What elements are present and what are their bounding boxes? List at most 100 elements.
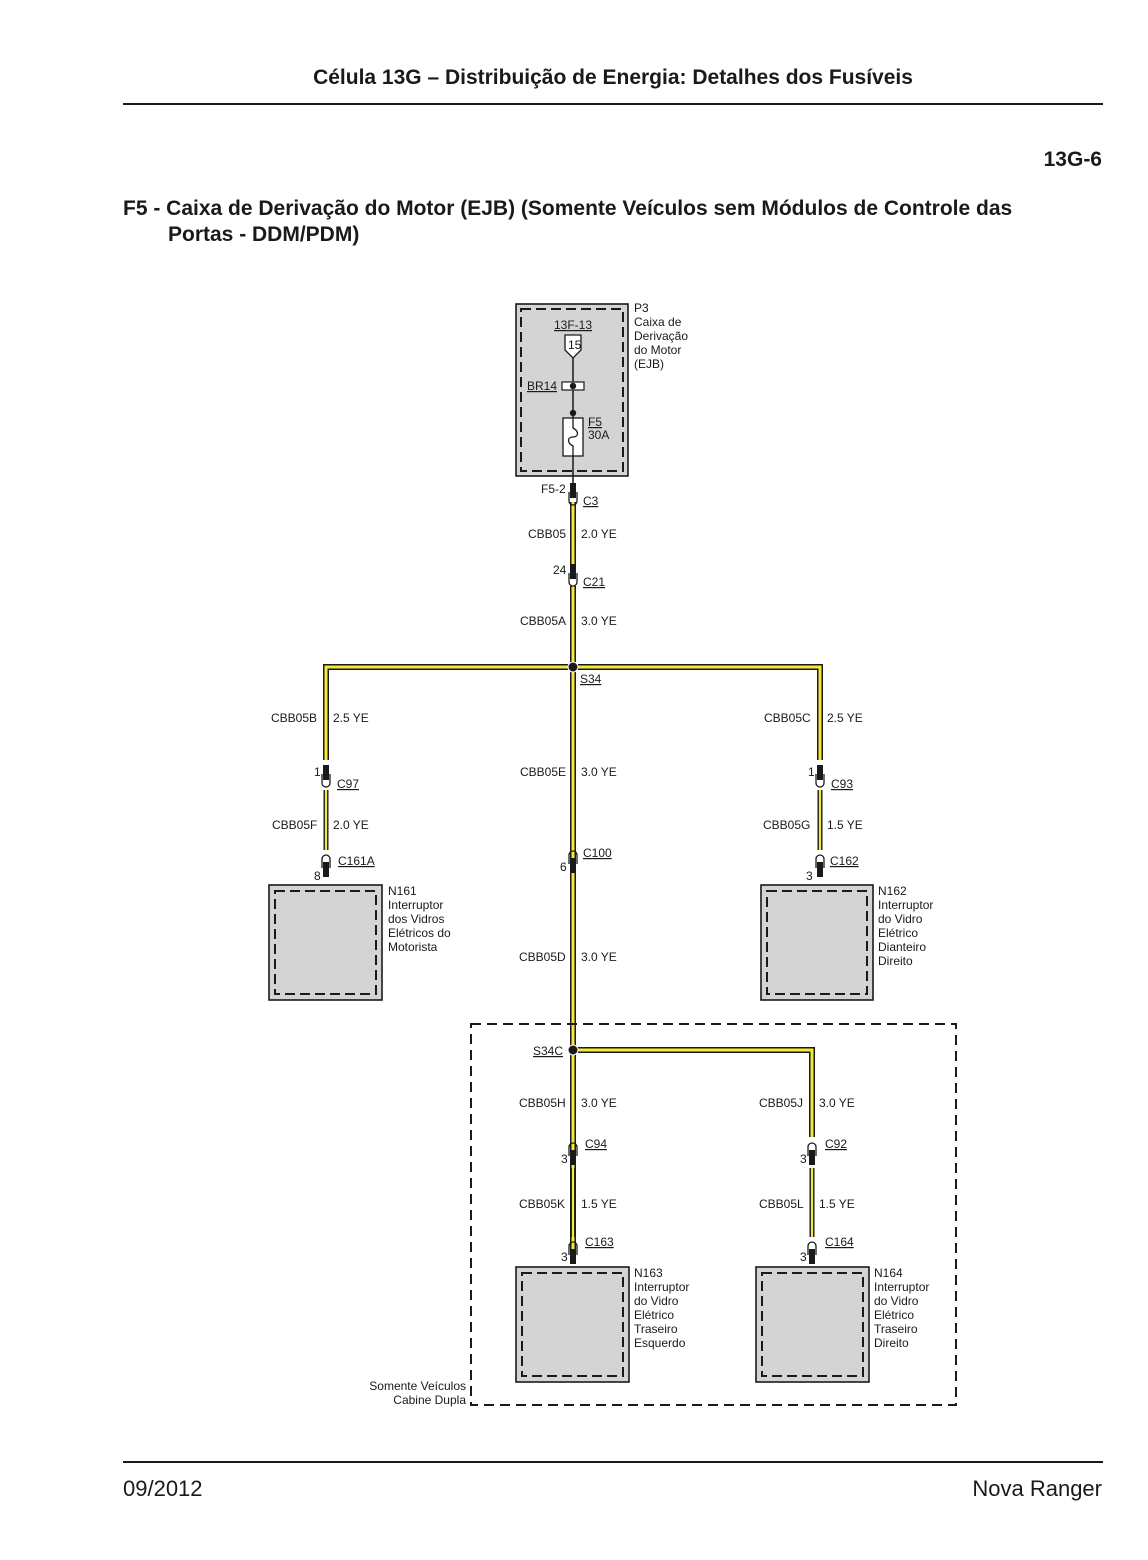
module-n163: N163 Interruptor do Vidro Elétrico Trase…	[515, 1266, 689, 1383]
connector-c94: C94 3	[561, 1137, 607, 1166]
wire-spec: 1.5 YE	[581, 1197, 617, 1211]
splice-s34: S34	[567, 661, 602, 686]
fuse-rating: 30A	[588, 428, 609, 442]
wire-circuit: CBB05C	[764, 711, 811, 725]
connector-pin: 3	[806, 869, 813, 883]
section-title-line1: F5 - Caixa de Derivação do Motor (EJB) (…	[123, 197, 1013, 220]
module-desc-line: Elétrico	[878, 926, 918, 940]
module-desc-line: dos Vidros	[388, 912, 444, 926]
connector-pin: 24	[553, 563, 567, 577]
ejb-ref: 13F-13	[554, 318, 592, 332]
wire-spec: 3.0 YE	[581, 614, 617, 628]
footer-rule	[123, 1461, 1103, 1463]
wire-circuit: CBB05F	[272, 818, 317, 832]
wire-spec: 2.5 YE	[827, 711, 863, 725]
wire-circuit: CBB05G	[763, 818, 810, 832]
page-header-title: Célula 13G – Distribuição de Energia: De…	[313, 66, 913, 89]
connector-label: C92	[825, 1137, 847, 1151]
connector-label: C163	[585, 1235, 614, 1249]
ejb-pin: 15	[568, 338, 582, 352]
wire-circuit: CBB05J	[759, 1096, 803, 1110]
wire-spec: 2.5 YE	[333, 711, 369, 725]
connector-pin: 3	[561, 1250, 568, 1264]
splice-s34c: S34C	[533, 1044, 579, 1058]
option-note-line2: Cabine Dupla	[393, 1393, 466, 1407]
connector-pin: 8	[314, 869, 321, 883]
module-desc-line: Interruptor	[634, 1280, 689, 1294]
module-desc-line: Elétricos do	[388, 926, 451, 940]
wire-spec: 1.5 YE	[819, 1197, 855, 1211]
connector-pin: 3	[561, 1152, 568, 1166]
wire-circuit: CBB05L	[759, 1197, 804, 1211]
engine-junction-box: 13F-13 15 BR14 F5 30A P3 Caixa de Deriva…	[515, 301, 688, 498]
module-name: N162	[878, 884, 907, 898]
wire-spec: 3.0 YE	[581, 765, 617, 779]
wire-circuit: CBB05H	[519, 1096, 566, 1110]
wire-harness	[323, 502, 823, 1250]
wire-circuit: CBB05D	[519, 950, 566, 964]
connector-c21: 24 C21	[553, 563, 605, 589]
module-desc-line: Interruptor	[878, 898, 933, 912]
connector-c92: C92 3	[800, 1137, 847, 1166]
module-name: N161	[388, 884, 417, 898]
wire-circuit: CBB05K	[519, 1197, 565, 1211]
wire-spec: 2.0 YE	[333, 818, 369, 832]
wire-labels: CBB05 2.0 YE CBB05A 3.0 YE CBB05B 2.5 YE…	[271, 527, 863, 1211]
module-n164: N164 Interruptor do Vidro Elétrico Trase…	[755, 1266, 929, 1383]
connector-label: C94	[585, 1137, 607, 1151]
wire-circuit: CBB05E	[520, 765, 566, 779]
connector-label: C3	[583, 494, 599, 508]
module-desc-line: Motorista	[388, 940, 438, 954]
connector-label: C93	[831, 777, 853, 791]
module-desc-line: do Vidro	[634, 1294, 679, 1308]
connector-pin: 1	[808, 765, 815, 779]
connector-c3: F5-2 C3	[541, 482, 599, 508]
module-desc-line: do Vidro	[874, 1294, 919, 1308]
wire-spec: 3.0 YE	[819, 1096, 855, 1110]
module-desc-line: Elétrico	[634, 1308, 674, 1322]
splice-label: S34C	[533, 1044, 563, 1058]
connector-label: C162	[830, 854, 859, 868]
connector-pin: 1	[314, 765, 321, 779]
wire-circuit: CBB05	[528, 527, 566, 541]
module-name: N163	[634, 1266, 663, 1280]
module-desc-line: Interruptor	[874, 1280, 929, 1294]
page-code: 13G-6	[1043, 148, 1102, 171]
fuse-name: F5	[588, 415, 602, 429]
connector-label: C161A	[338, 854, 375, 868]
ejb-terminal: F5-2	[541, 482, 566, 496]
ejb-name: P3	[634, 301, 649, 315]
connector-pin: 6	[560, 860, 567, 874]
module-n162: N162 Interruptor do Vidro Elétrico Diant…	[760, 884, 933, 1001]
footer-model: Nova Ranger	[972, 1476, 1102, 1501]
wire-spec: 2.0 YE	[581, 527, 617, 541]
wire-circuit: CBB05A	[520, 614, 566, 628]
double-cab-option-area: Somente Veículos Cabine Dupla	[369, 1023, 957, 1407]
connector-label: C97	[337, 777, 359, 791]
module-desc-line: do Vidro	[878, 912, 923, 926]
ejb-desc-line: Derivação	[634, 329, 688, 343]
connector-c93: 1 C93	[808, 764, 853, 791]
ejb-bus: BR14	[527, 379, 557, 393]
module-desc-line: Esquerdo	[634, 1336, 686, 1350]
section-title: F5 - Caixa de Derivação do Motor (EJB) (…	[123, 196, 1113, 248]
connector-label: C100	[583, 846, 612, 860]
wire-spec: 3.0 YE	[581, 950, 617, 964]
footer-date: 09/2012	[123, 1476, 203, 1501]
wire-circuit: CBB05B	[271, 711, 317, 725]
module-desc-line: Dianteiro	[878, 940, 926, 954]
connector-c97: 1 C97	[314, 764, 359, 791]
header-rule	[123, 103, 1103, 105]
module-desc-line: Direito	[874, 1336, 909, 1350]
connector-c162: C162 3	[806, 854, 859, 883]
module-desc-line: Traseiro	[874, 1322, 918, 1336]
wire-spec: 3.0 YE	[581, 1096, 617, 1110]
module-desc-line: Direito	[878, 954, 913, 968]
connector-c164: C164 3	[800, 1235, 854, 1265]
connector-label: C21	[583, 575, 605, 589]
connector-pin: 3	[800, 1152, 807, 1166]
ejb-desc-line: Caixa de	[634, 315, 682, 329]
connector-label: C164	[825, 1235, 854, 1249]
module-desc-line: Traseiro	[634, 1322, 678, 1336]
